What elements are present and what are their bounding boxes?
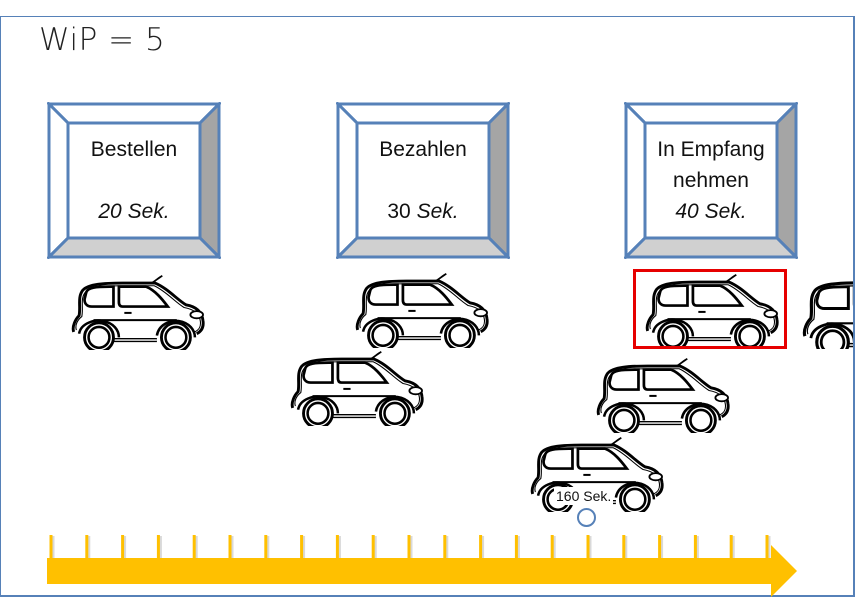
station-time: 40 Sek. xyxy=(638,196,784,227)
station-bezahlen: Bezahlen 30 Sek. xyxy=(336,102,510,259)
station-time-number: 40 xyxy=(675,200,699,223)
timeline-tick xyxy=(85,535,89,559)
station-time-unit: Sek. xyxy=(416,200,459,223)
timeline-tick xyxy=(479,535,483,559)
bevel-frame-icon xyxy=(624,102,798,259)
wip-title: WiP = 5 xyxy=(39,22,166,58)
station-time: 20 Sek. xyxy=(67,196,201,227)
time-marker-circle-icon xyxy=(577,508,596,527)
station-label: In Empfang nehmen 40 Sek. xyxy=(638,122,784,240)
bevel-frame-icon xyxy=(47,102,221,259)
station-bestellen: Bestellen 20 Sek. xyxy=(47,102,221,259)
timeline-tick xyxy=(765,535,769,559)
timeline-tick xyxy=(192,535,196,559)
timeline-tick xyxy=(49,535,53,559)
timeline-arrow xyxy=(47,545,797,597)
timeline-tick xyxy=(729,535,733,559)
station-time-number: 20 xyxy=(98,200,122,223)
timeline-tick xyxy=(550,535,554,559)
highlight-box xyxy=(633,269,787,349)
timeline-ticks xyxy=(49,535,771,560)
station-name: Bestellen xyxy=(90,138,178,161)
station-name: In Empfang nehmen xyxy=(657,138,765,192)
timeline-tick xyxy=(121,535,125,559)
timeline-tick xyxy=(156,535,160,559)
timeline-tick xyxy=(443,535,447,559)
station-time-number: 30 xyxy=(387,200,411,223)
timeline-tick xyxy=(658,535,662,559)
station-label: Bezahlen 30 Sek. xyxy=(356,122,490,240)
time-marker-label: 160 Sek. xyxy=(554,487,614,505)
station-time: 30 Sek. xyxy=(356,196,490,227)
station-name: Bezahlen xyxy=(379,138,467,161)
timeline-tick xyxy=(514,535,518,559)
station-label: Bestellen 20 Sek. xyxy=(67,122,201,240)
timeline-tick xyxy=(371,535,375,559)
timeline-tick xyxy=(228,535,232,559)
timeline-tick xyxy=(586,535,590,559)
timeline-tick xyxy=(335,535,339,559)
timeline-tick xyxy=(622,535,626,559)
station-time-unit: Sek. xyxy=(127,200,170,223)
timeline-tick xyxy=(300,535,304,559)
station-time-unit: Sek. xyxy=(704,200,747,223)
station-in-empfang-nehmen: In Empfang nehmen 40 Sek. xyxy=(624,102,798,259)
timeline-tick xyxy=(407,535,411,559)
bevel-frame-icon xyxy=(336,102,510,259)
timeline-tick xyxy=(693,535,697,559)
timeline-tick xyxy=(264,535,268,559)
